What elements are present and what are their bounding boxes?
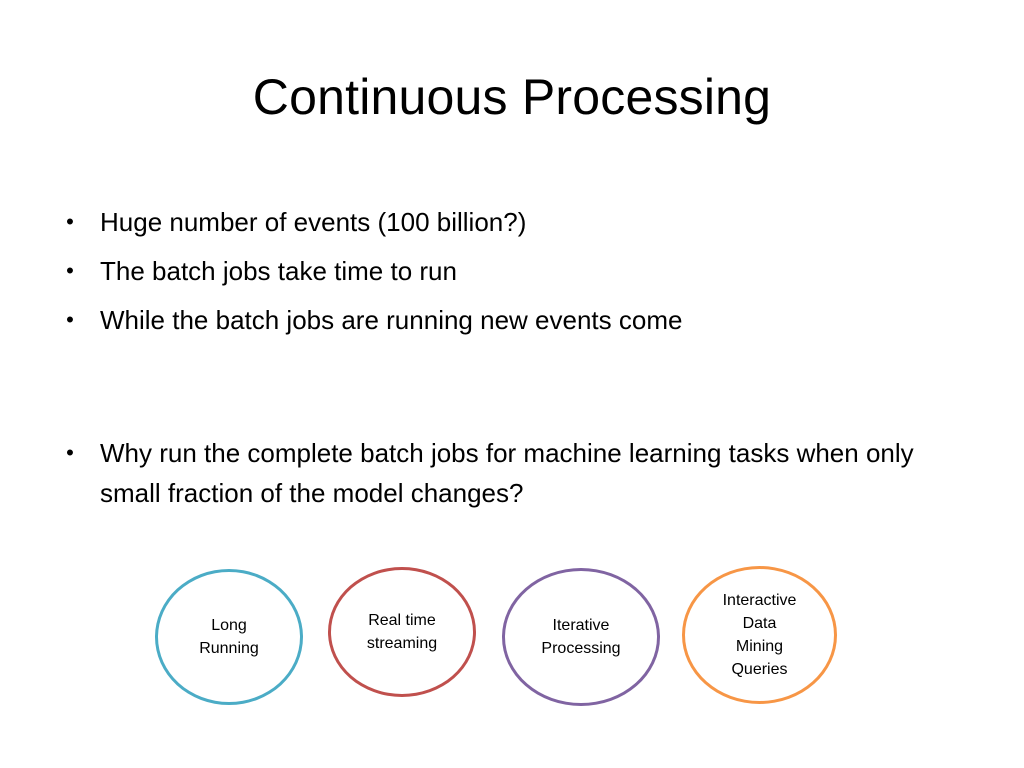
bullet-item: • The batch jobs take time to run <box>60 251 960 291</box>
circle-label: Real time streaming <box>366 612 438 652</box>
circle-iterative-processing: Iterative Processing <box>502 568 660 706</box>
bullet-item: • While the batch jobs are running new e… <box>60 300 960 340</box>
circle-label: Long Running <box>199 617 259 657</box>
bullet-icon: • <box>66 440 74 465</box>
bullet-text: The batch jobs take time to run <box>100 256 457 286</box>
bullet-text: Why run the complete batch jobs for mach… <box>100 438 914 508</box>
bullet-icon: • <box>66 258 74 283</box>
bullet-text: While the batch jobs are running new eve… <box>100 305 683 335</box>
bullet-text: Huge number of events (100 billion?) <box>100 207 527 237</box>
slide-title: Continuous Processing <box>252 69 772 125</box>
circle-label: Interactive Data Mining Queries <box>722 592 797 678</box>
circle-label: Iterative Processing <box>541 617 621 657</box>
bullet-item: • Huge number of events (100 billion?) <box>60 202 960 242</box>
bullet-icon: • <box>66 307 74 332</box>
circle-real-time-streaming: Real time streaming <box>328 567 476 697</box>
circle-interactive-data-mining-queries: Interactive Data Mining Queries <box>682 566 837 704</box>
bullet-list: • Huge number of events (100 billion?) •… <box>60 202 960 522</box>
bullet-icon: • <box>66 209 74 234</box>
bullet-item: • Why run the complete batch jobs for ma… <box>60 433 960 513</box>
circle-long-running: Long Running <box>155 569 303 705</box>
